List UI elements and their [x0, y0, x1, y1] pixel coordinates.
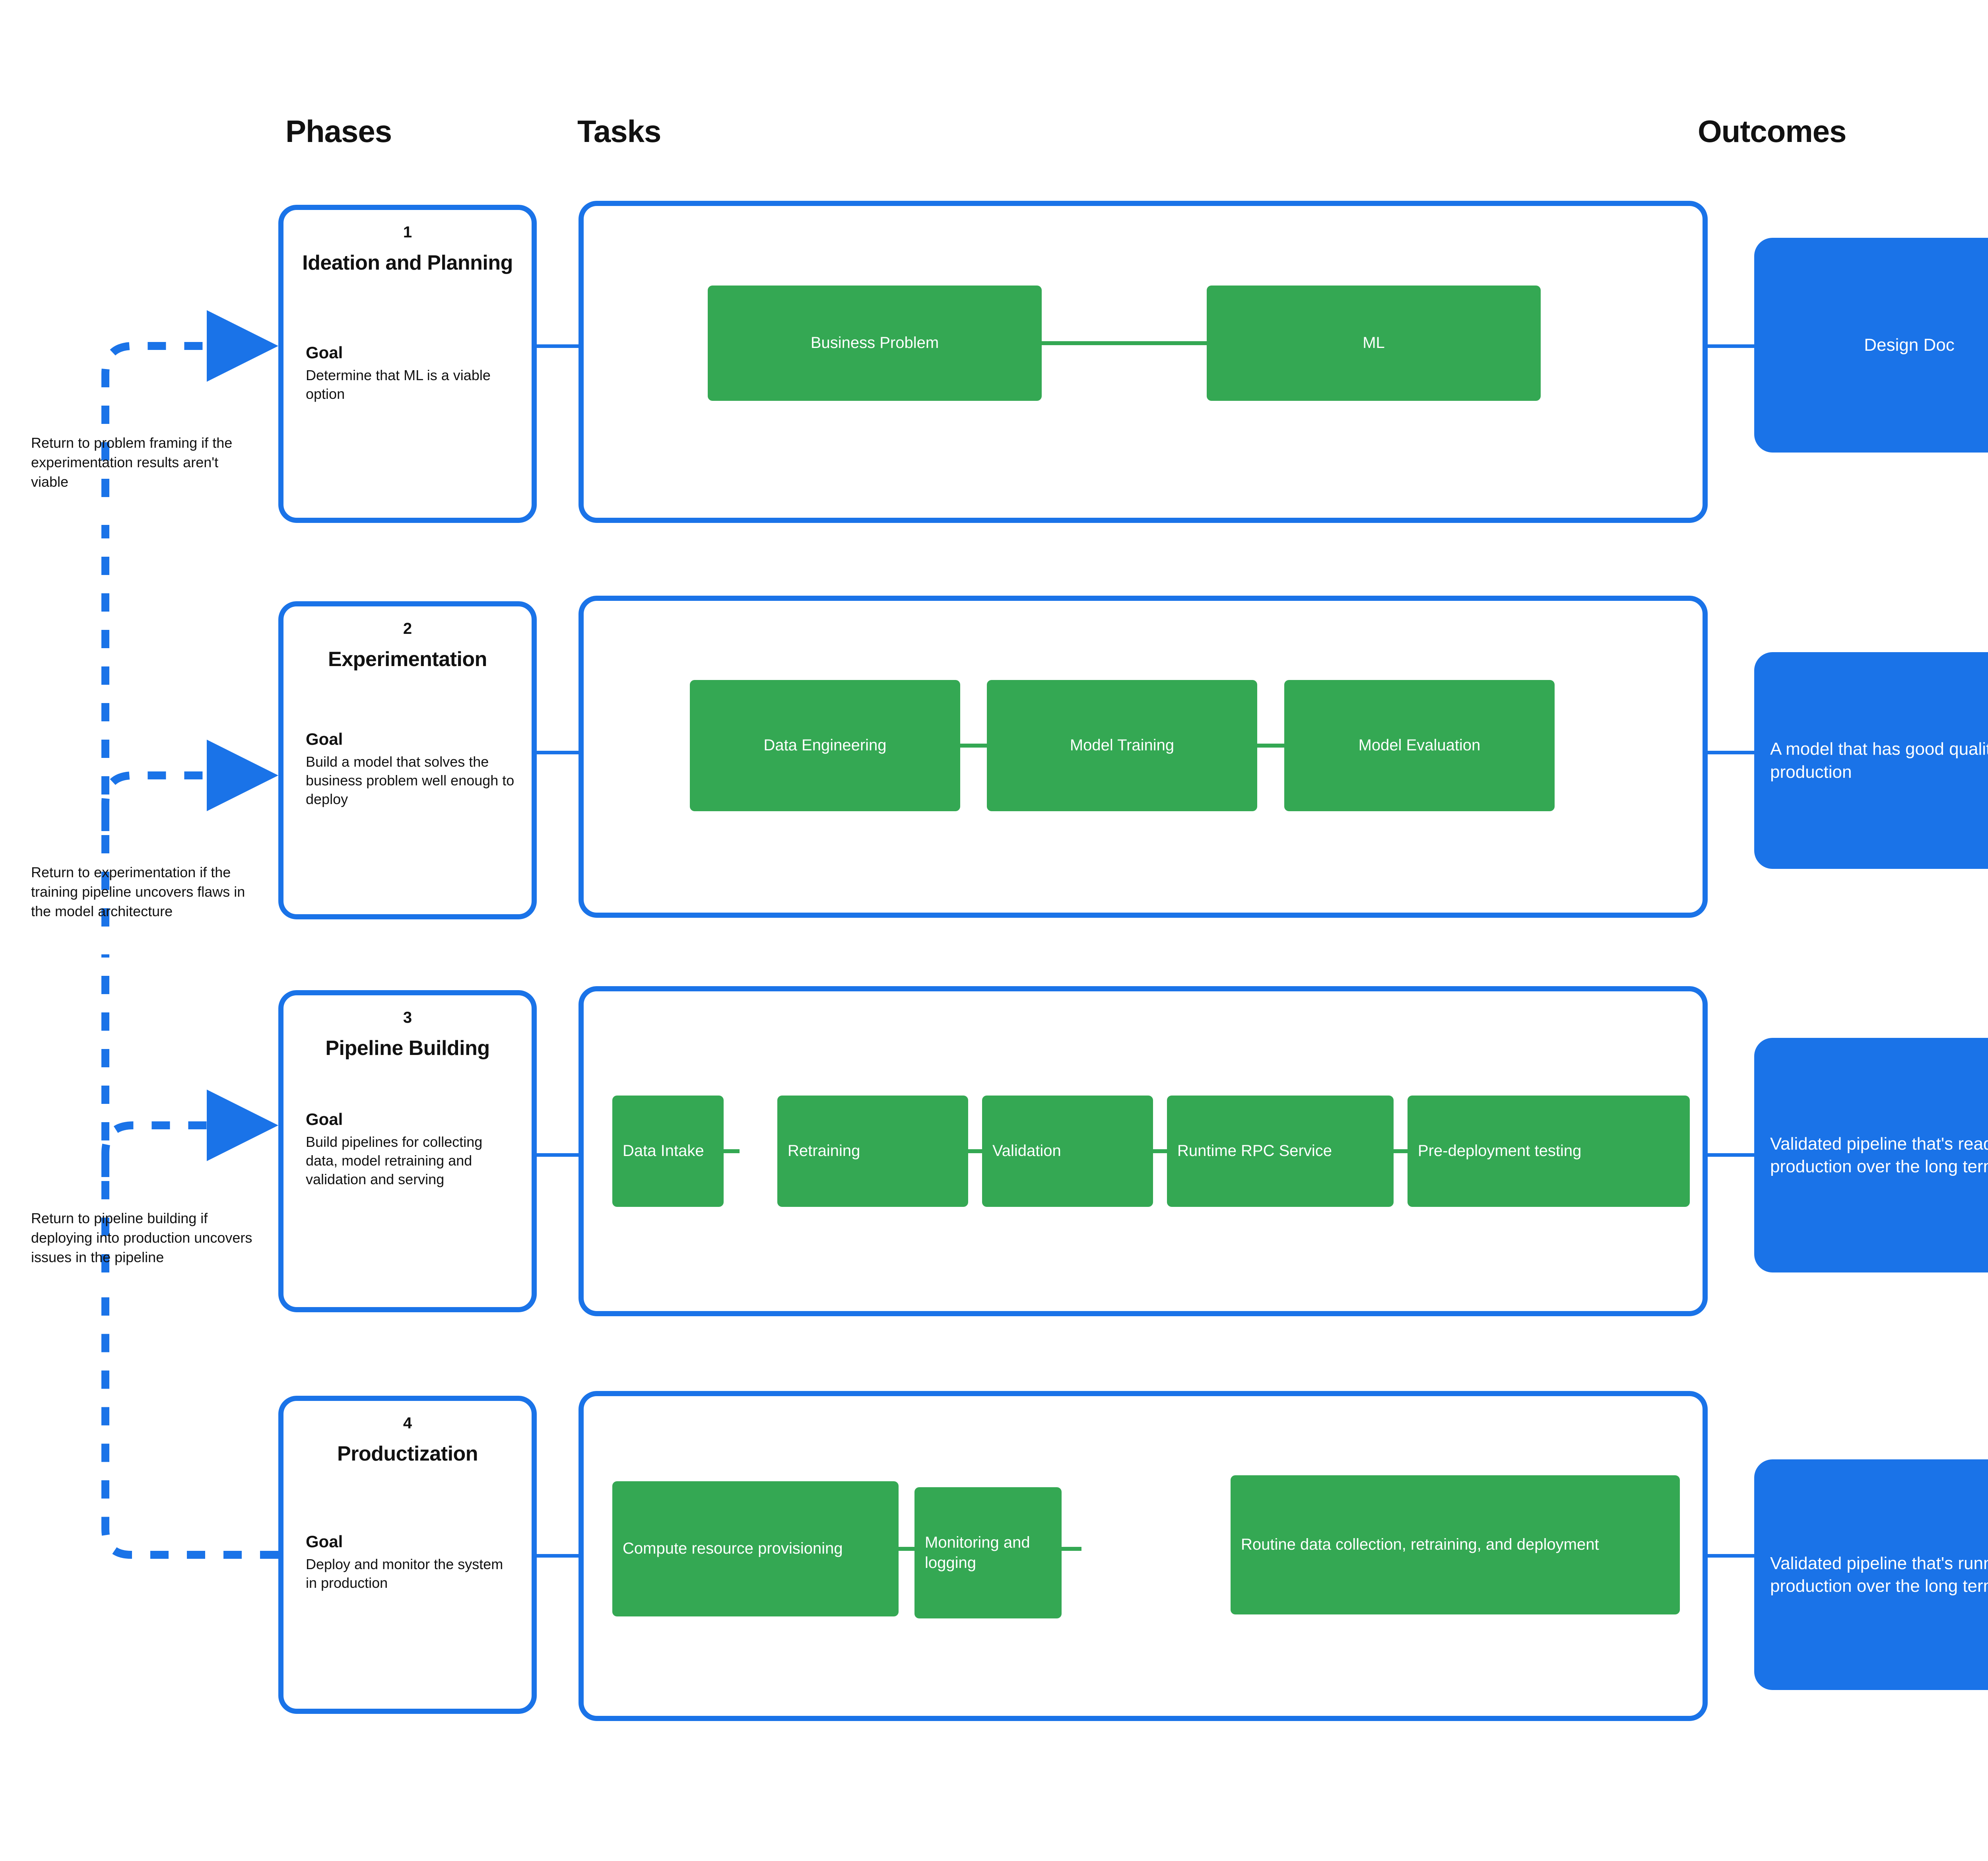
task-box-3-3[interactable]: Validation	[982, 1096, 1153, 1207]
goal-label-4: Goal	[306, 1532, 343, 1551]
task-box-2-3[interactable]: Model Evaluation	[1284, 680, 1555, 811]
feedback-note-3: Return to pipeline building if deploying…	[31, 1210, 252, 1265]
task-box-4-2[interactable]: Monitoring and logging	[914, 1487, 1062, 1618]
feedback-note-1: Return to problem framing if the experim…	[31, 435, 233, 490]
phase-number-4: 4	[403, 1414, 412, 1432]
task-connector-3-4	[1392, 1149, 1409, 1153]
task-box-1-1[interactable]: Business Problem	[708, 286, 1042, 401]
task-box-1-2[interactable]: ML	[1207, 286, 1541, 401]
outcome-box-4[interactable]: Validated pipeline that's running in pro…	[1754, 1459, 1988, 1690]
task-box-2-1[interactable]: Data Engineering	[690, 680, 960, 811]
phase-title-2: Experimentation	[328, 648, 487, 671]
outcome-box-1[interactable]: Design Doc	[1754, 238, 1988, 453]
task-connector-3-2	[966, 1149, 984, 1153]
connector-tasks3-outcome3	[1708, 1153, 1755, 1157]
goal-text-4: Deploy and monitor the system in product…	[306, 1556, 503, 1591]
task-box-3-4[interactable]: Runtime RPC Service	[1167, 1096, 1394, 1207]
task-box-2-2[interactable]: Model Training	[987, 680, 1257, 811]
connector-phase1-tasks1	[537, 344, 580, 348]
feedback-note-2: Return to experimentation if the trainin…	[31, 864, 245, 919]
goal-text-3: Build pipelines for collecting data, mod…	[306, 1134, 483, 1187]
task-connector-3-3	[1151, 1149, 1169, 1153]
phase-title-3: Pipeline Building	[325, 1037, 490, 1060]
task-box-3-2[interactable]: Retraining	[777, 1096, 968, 1207]
connector-tasks4-outcome4	[1708, 1554, 1755, 1558]
task-connector-4-2	[1060, 1547, 1081, 1551]
task-box-4-3[interactable]: Routine data collection, retraining, and…	[1231, 1475, 1680, 1614]
connector-phase2-tasks2	[537, 751, 580, 754]
goal-label-1: Goal	[306, 343, 343, 362]
connector-tasks1-outcome1	[1708, 344, 1755, 348]
task-box-3-1[interactable]: Data Intake	[612, 1096, 724, 1207]
goal-label-3: Goal	[306, 1110, 343, 1129]
column-heading-phases: Phases	[285, 114, 392, 149]
goal-label-2: Goal	[306, 730, 343, 748]
connector-phase4-tasks4	[537, 1554, 580, 1558]
phase-title-1: Ideation and Planning	[302, 251, 513, 274]
phase-card-4[interactable]: 4 Productization Goal Deploy and monitor…	[278, 1396, 537, 1714]
phase-card-3[interactable]: 3 Pipeline Building Goal Build pipelines…	[278, 990, 537, 1312]
task-connector-2-2	[1254, 744, 1286, 748]
phase-number-1: 1	[403, 223, 412, 241]
goal-text-1: Determine that ML is a viable option	[306, 367, 491, 402]
task-box-4-1[interactable]: Compute resource provisioning	[612, 1481, 899, 1616]
task-connector-2-1	[957, 744, 989, 748]
column-heading-tasks: Tasks	[577, 114, 661, 149]
outcome-box-2[interactable]: A model that has good quality for produc…	[1754, 652, 1988, 869]
column-heading-outcomes: Outcomes	[1698, 114, 1846, 149]
outcome-box-3[interactable]: Validated pipeline that's ready for prod…	[1754, 1038, 1988, 1272]
feedback-spine-from-phase-4	[101, 1292, 278, 1559]
phase-number-2: 2	[403, 620, 412, 637]
connector-phase3-tasks3	[537, 1153, 580, 1157]
phase-card-2[interactable]: 2 Experimentation Goal Build a model tha…	[278, 601, 537, 919]
connector-tasks2-outcome2	[1708, 751, 1755, 754]
phase-number-3: 3	[403, 1009, 412, 1026]
phase-card-1[interactable]: 1 Ideation and Planning Goal Determine t…	[278, 205, 537, 523]
task-connector-4-1	[897, 1547, 916, 1551]
task-connector-1-1	[1039, 341, 1209, 345]
goal-text-2: Build a model that solves the business p…	[306, 754, 514, 807]
task-box-3-5[interactable]: Pre-deployment testing	[1408, 1096, 1690, 1207]
task-connector-3-1	[722, 1149, 740, 1153]
phase-title-4: Productization	[337, 1442, 478, 1465]
